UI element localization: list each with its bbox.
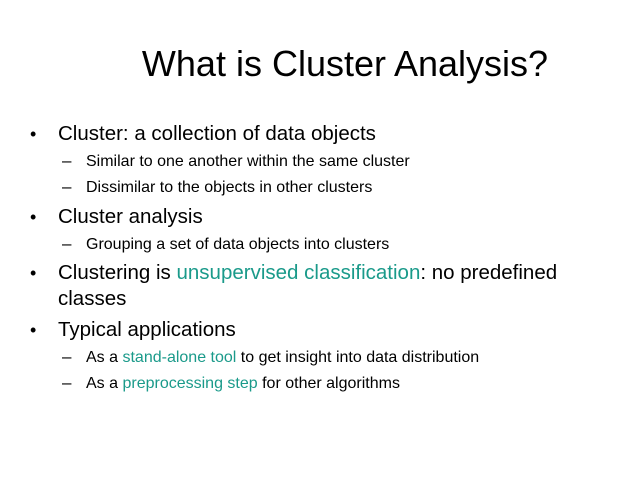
bullet-icon: • <box>30 263 37 283</box>
bullet-text: Clustering is <box>58 261 177 284</box>
bullet-text: : no predefined <box>420 261 558 284</box>
sub-bullet: –Similar to one another within the same … <box>62 151 410 172</box>
bullet-cluster: • Cluster: a collection of data objects <box>30 122 376 146</box>
sub-bullet: –Dissimilar to the objects in other clus… <box>62 177 373 198</box>
highlight-text: unsupervised classification <box>176 261 421 284</box>
bullet-continuation: classes <box>58 287 127 310</box>
sub-bullet-text: Grouping a set of data objects into clus… <box>86 236 390 253</box>
dash-icon: – <box>62 234 72 253</box>
bullet-icon: • <box>30 320 37 340</box>
sub-bullet-text: Similar to one another within the same c… <box>86 153 410 170</box>
dash-icon: – <box>62 347 72 366</box>
highlight-text: stand-alone tool <box>122 349 237 366</box>
bullet-icon: • <box>30 124 37 144</box>
bullet-cluster-analysis: • Cluster analysis <box>30 205 203 229</box>
sub-bullet-text: As a <box>86 375 123 392</box>
sub-bullet: –As a stand-alone tool to get insight in… <box>62 347 480 368</box>
bullet-text: Cluster: a collection of data objects <box>58 122 376 145</box>
sub-bullet: –As a preprocessing step for other algor… <box>62 373 400 394</box>
bullet-text: Typical applications <box>58 318 236 341</box>
sub-bullet-text: As a <box>86 349 123 366</box>
dash-icon: – <box>62 177 72 196</box>
dash-icon: – <box>62 373 72 392</box>
sub-bullet-text: to get insight into data distribution <box>236 349 480 366</box>
sub-bullet: –Grouping a set of data objects into clu… <box>62 234 390 255</box>
bullet-typical-applications: • Typical applications <box>30 318 236 342</box>
sub-bullet-text: Dissimilar to the objects in other clust… <box>86 179 373 196</box>
dash-icon: – <box>62 151 72 170</box>
sub-bullet-text: for other algorithms <box>257 375 400 392</box>
bullet-text: Cluster analysis <box>58 205 203 228</box>
highlight-text: preprocessing step <box>122 375 258 392</box>
slide-title: What is Cluster Analysis? <box>141 43 549 84</box>
bullet-clustering: • Clustering is unsupervised classificati… <box>30 261 558 285</box>
bullet-icon: • <box>30 207 37 227</box>
